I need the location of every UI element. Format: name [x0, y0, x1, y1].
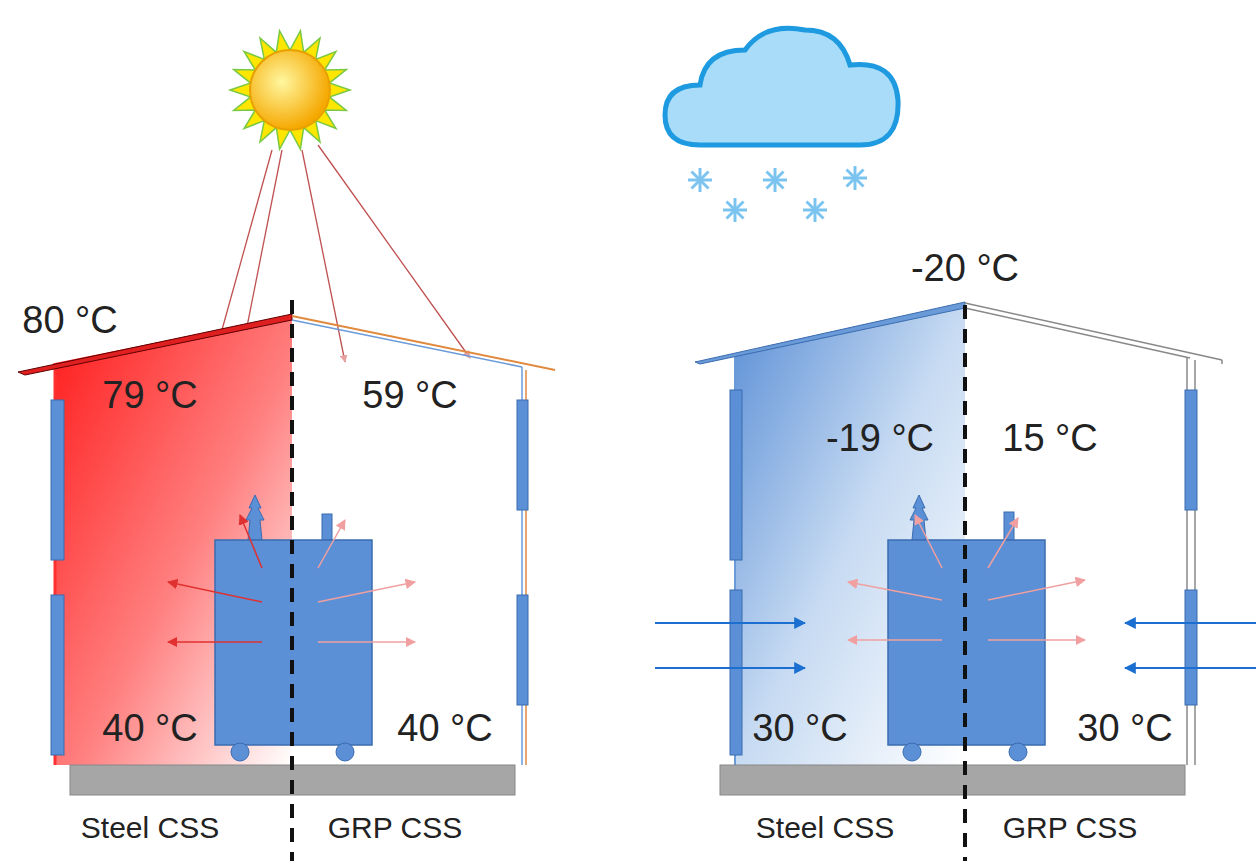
windows — [51, 595, 64, 755]
grp-half-cold — [965, 308, 1190, 358]
sun-icon — [230, 31, 350, 149]
snow-cloud — [727, 202, 744, 219]
snow-cloud — [847, 170, 864, 187]
heat-arrows — [988, 639, 1085, 641]
heat-arrows — [318, 641, 415, 643]
heat-arrows — [915, 515, 942, 568]
heat-arrows — [168, 582, 262, 602]
floor-slab — [720, 765, 1185, 795]
snow-cloud — [692, 172, 709, 189]
windows — [517, 400, 528, 510]
heat-arrows — [848, 582, 942, 600]
steel-half-cold — [695, 302, 965, 364]
transformer — [903, 743, 921, 761]
temperature-label: 15 °C — [1002, 419, 1097, 457]
enclosure-label: GRP CSS — [1003, 813, 1138, 843]
cold-air-arrows — [655, 623, 1256, 668]
heat-arrows — [318, 582, 415, 602]
windows — [1185, 390, 1197, 510]
windows — [517, 595, 528, 705]
grp-half-cold — [1221, 360, 1223, 364]
snow-cloud — [665, 28, 898, 145]
windows — [1185, 590, 1197, 705]
snow-cloud — [688, 166, 867, 222]
temperature-label: 30 °C — [1077, 709, 1172, 747]
transformer — [336, 743, 354, 761]
enclosure-label: Steel CSS — [81, 813, 219, 843]
windows — [730, 590, 742, 755]
snow-cloud — [767, 172, 784, 189]
temperature-label: 40 °C — [397, 709, 492, 747]
transformer — [322, 514, 332, 540]
grp-half-hot — [292, 320, 522, 367]
windows — [51, 400, 64, 560]
temperature-label: 59 °C — [362, 376, 457, 414]
temperature-label: -20 °C — [911, 249, 1019, 287]
temperature-label: 80 °C — [22, 301, 117, 339]
temperature-label: 40 °C — [102, 709, 197, 747]
enclosure-label: GRP CSS — [328, 813, 463, 843]
heat-arrows — [988, 580, 1085, 600]
snow-cloud — [665, 28, 898, 222]
sun-icon — [230, 31, 350, 149]
temperature-label: 79 °C — [102, 376, 197, 414]
transformer — [1009, 743, 1027, 761]
windows — [51, 400, 528, 755]
heat-arrows — [848, 639, 942, 641]
grp-half-hot — [292, 316, 555, 370]
heat-arrows — [240, 515, 262, 568]
divider — [963, 305, 967, 861]
transformer — [246, 495, 264, 540]
snow-cloud — [807, 202, 824, 219]
grp-half-cold — [965, 303, 1222, 360]
heat-arrows — [168, 641, 262, 643]
transformer — [910, 495, 928, 540]
enclosure-label: Steel CSS — [756, 813, 894, 843]
transformer — [231, 743, 249, 761]
cold-air-arrows — [655, 622, 805, 624]
cold-air-arrows — [655, 667, 805, 669]
temperature-label: 30 °C — [752, 709, 847, 747]
heat-arrows — [318, 520, 345, 568]
sun-icon — [230, 31, 350, 149]
heat-arrows — [988, 518, 1018, 568]
cold-air-arrows — [1125, 667, 1256, 669]
temperature-label: -19 °C — [826, 419, 934, 457]
divider — [290, 300, 294, 861]
cold-air-arrows — [1125, 622, 1256, 624]
windows — [730, 390, 742, 560]
sun-icon — [250, 50, 330, 130]
